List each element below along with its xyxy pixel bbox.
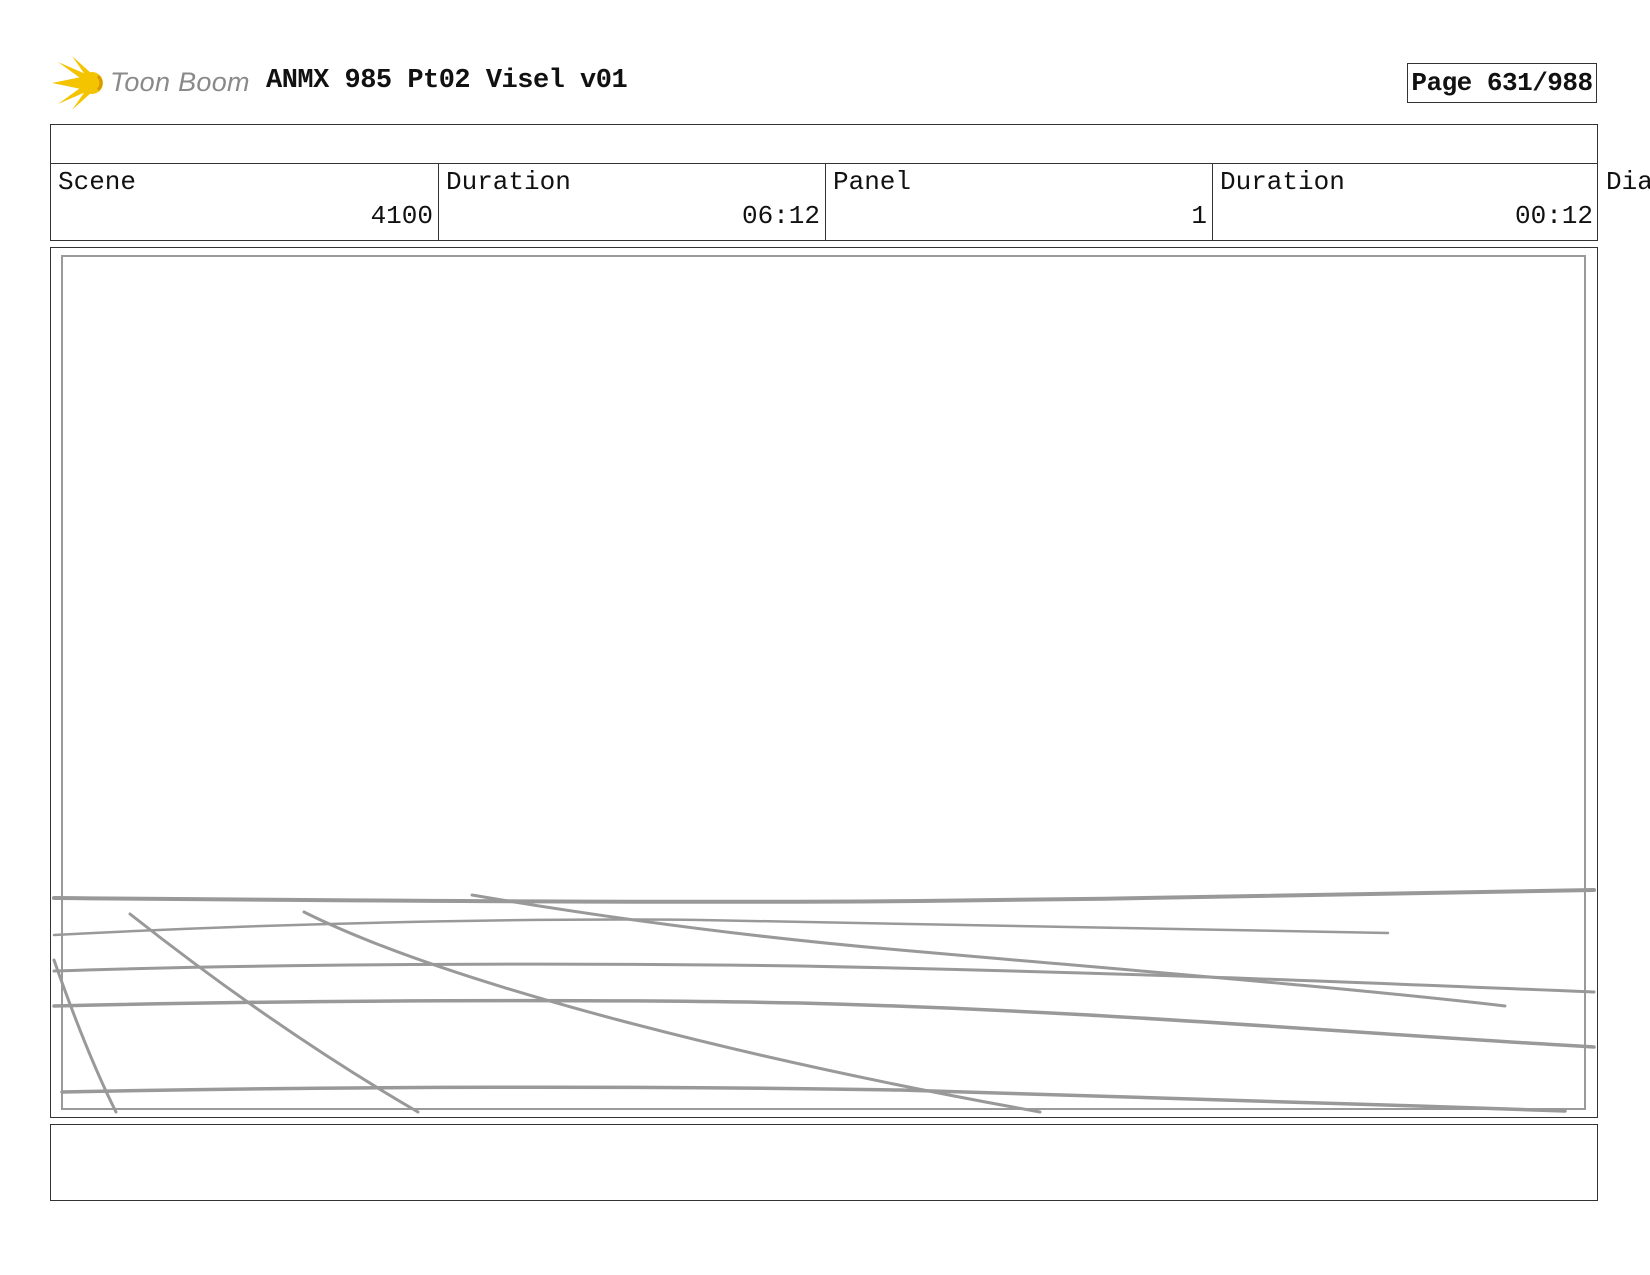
scene-cell: Scene 4100 [51, 163, 438, 240]
dialog-label-partial: Dia [1606, 167, 1650, 197]
sketch-line [60, 1085, 1567, 1113]
sketch-line [302, 910, 1042, 1114]
sketch-line [470, 893, 1507, 1008]
panel-label: Panel [833, 167, 912, 197]
sketch-line [52, 962, 1596, 994]
scene-label: Scene [58, 167, 137, 197]
sketch-line [52, 888, 1596, 904]
panel-info-row: Scene 4100 Duration 06:12 Panel 1 Durati… [50, 163, 1598, 241]
top-info-strip [50, 124, 1598, 164]
project-title: ANMX 985 Pt02 Visel v01 [266, 66, 628, 96]
sketch-line [52, 958, 118, 1114]
panel-duration-cell: Duration 00:12 [1212, 163, 1598, 240]
panel-value: 1 [1191, 201, 1207, 231]
page-indicator: Page 631/988 [1407, 63, 1597, 103]
scene-value: 4100 [370, 201, 433, 231]
logo-wordmark: Toon Boom [110, 67, 250, 97]
logo-star-icon [52, 56, 103, 110]
sketch-line [52, 918, 1390, 937]
storyboard-panel-safe-area [61, 255, 1586, 1110]
panel-duration-label: Duration [1220, 167, 1345, 197]
notes-strip [50, 1124, 1598, 1201]
panel-duration-value: 00:12 [1514, 201, 1593, 231]
scene-duration-label: Duration [446, 167, 571, 197]
scene-duration-value: 06:12 [741, 201, 820, 231]
panel-cell: Panel 1 [825, 163, 1212, 240]
storyboard-panel-frame [50, 247, 1598, 1118]
scene-duration-cell: Duration 06:12 [438, 163, 825, 240]
toon-boom-logo: Toon Boom [52, 56, 252, 110]
sketch-line [52, 998, 1596, 1049]
